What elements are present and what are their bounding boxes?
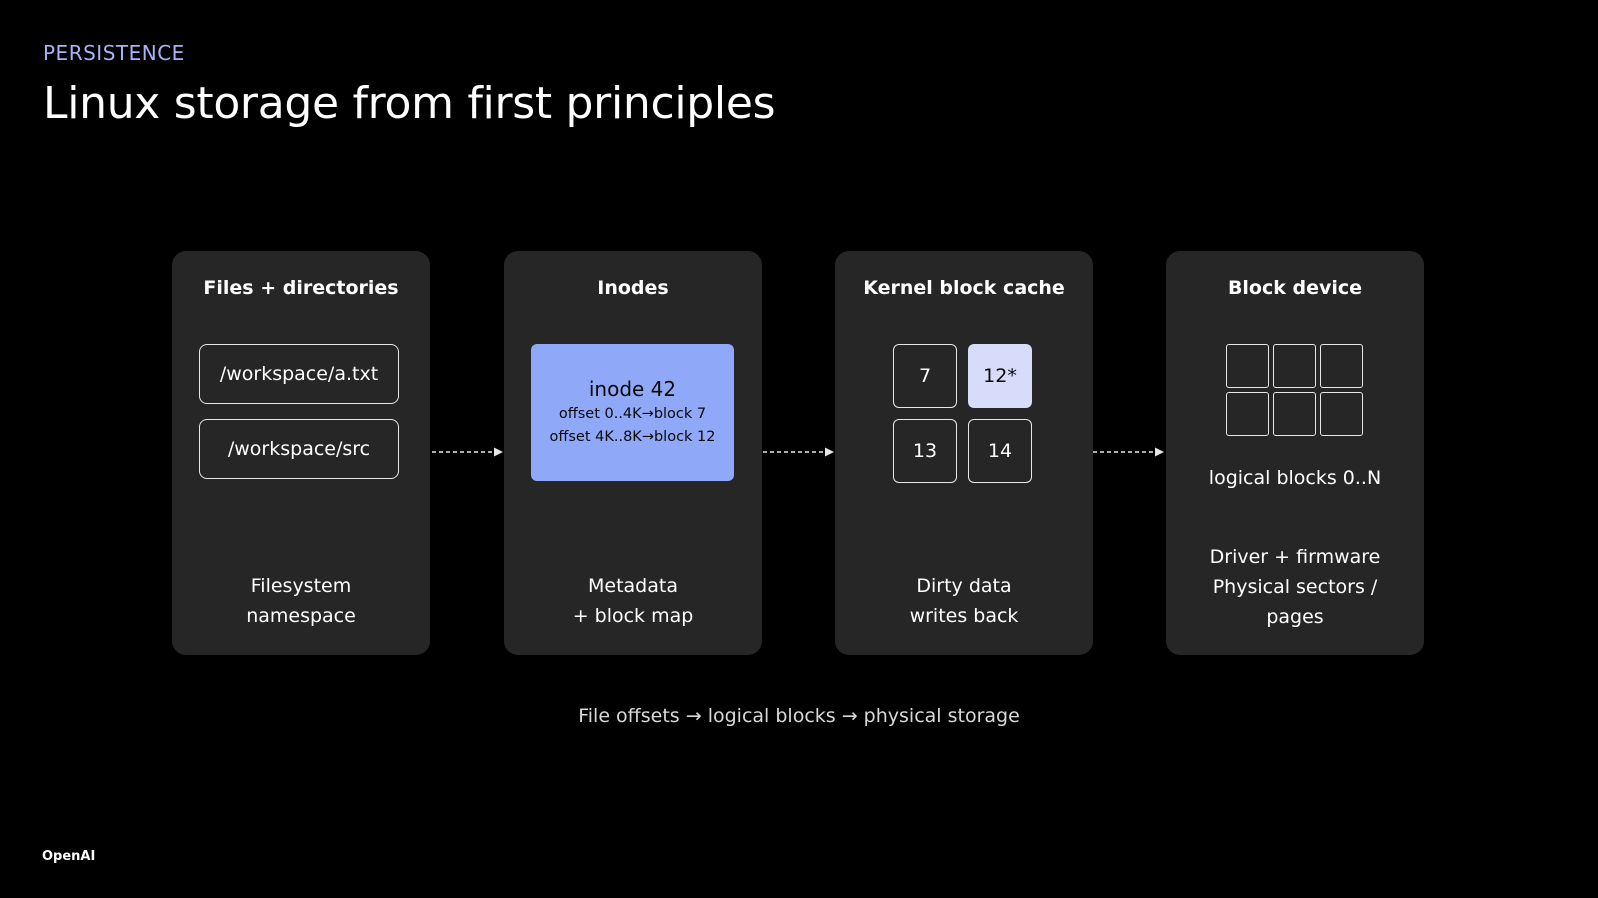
cache-block-7: 7 (893, 344, 957, 408)
inode-card: inode 42 offset 0..4K→block 7 offset 4K.… (531, 344, 734, 481)
inodes-caption: Metadata + block map (504, 571, 762, 631)
inode-block-map: offset 0..4K→block 7 offset 4K..8K→block… (531, 403, 734, 449)
caption-line: Dirty data (916, 575, 1012, 597)
flow-caption: File offsets → logical blocks → physical… (578, 705, 1020, 727)
block-device-panel: Block device logical blocks 0..N Driver … (1166, 251, 1424, 655)
logical-block-cell (1273, 392, 1316, 436)
caption-line: pages (1266, 606, 1324, 628)
caption-line: writes back (909, 605, 1019, 627)
inodes-title: Inodes (597, 277, 669, 299)
arrow-inodes-to-cache-icon (763, 447, 834, 457)
cache-block-14: 14 (968, 419, 1032, 483)
kernel-block-cache-caption: Dirty data writes back (835, 571, 1093, 631)
inode-mapping-row: offset 0..4K→block 7 (558, 406, 707, 422)
logical-blocks-label: logical blocks 0..N (1208, 467, 1382, 489)
caption-line: Metadata (588, 575, 678, 597)
caption-line: + block map (572, 605, 694, 627)
arrow-cache-to-device-icon (1093, 447, 1164, 457)
cache-block-12-dirty: 12* (968, 344, 1032, 408)
caption-line: Filesystem (250, 575, 352, 597)
inode-mapping-row: offset 4K..8K→block 12 (549, 429, 716, 445)
block-device-title: Block device (1227, 277, 1363, 299)
openai-logo: OpenAI (42, 849, 96, 864)
caption-line: Physical sectors / (1212, 576, 1378, 598)
arrow-files-to-inodes-icon (432, 447, 503, 457)
path-box-workspace-a-txt: /workspace/a.txt (199, 344, 399, 404)
inodes-panel: Inodes inode 42 offset 0..4K→block 7 off… (504, 251, 762, 655)
cache-block-13: 13 (893, 419, 957, 483)
files-directories-title: Files + directories (203, 277, 399, 299)
inode-name: inode 42 (588, 377, 677, 401)
logical-block-cell (1273, 344, 1316, 388)
logical-block-cell (1226, 392, 1269, 436)
kernel-block-cache-title: Kernel block cache (863, 277, 1065, 299)
logical-block-cell (1226, 344, 1269, 388)
files-directories-panel: Files + directories /workspace/a.txt /wo… (172, 251, 430, 655)
kernel-block-cache-panel: Kernel block cache 7 12* 13 14 Dirty dat… (835, 251, 1093, 655)
slide-title: Linux storage from first principles (43, 78, 776, 129)
files-directories-caption: Filesystem namespace (172, 571, 430, 631)
caption-line: Driver + firmware (1209, 546, 1381, 568)
logical-block-cell (1320, 392, 1363, 436)
section-eyebrow: PERSISTENCE (43, 41, 185, 65)
block-device-caption: Driver + firmware Physical sectors / pag… (1166, 542, 1424, 632)
path-box-workspace-src: /workspace/src (199, 419, 399, 479)
logical-block-cell (1320, 344, 1363, 388)
caption-line: namespace (246, 605, 356, 627)
